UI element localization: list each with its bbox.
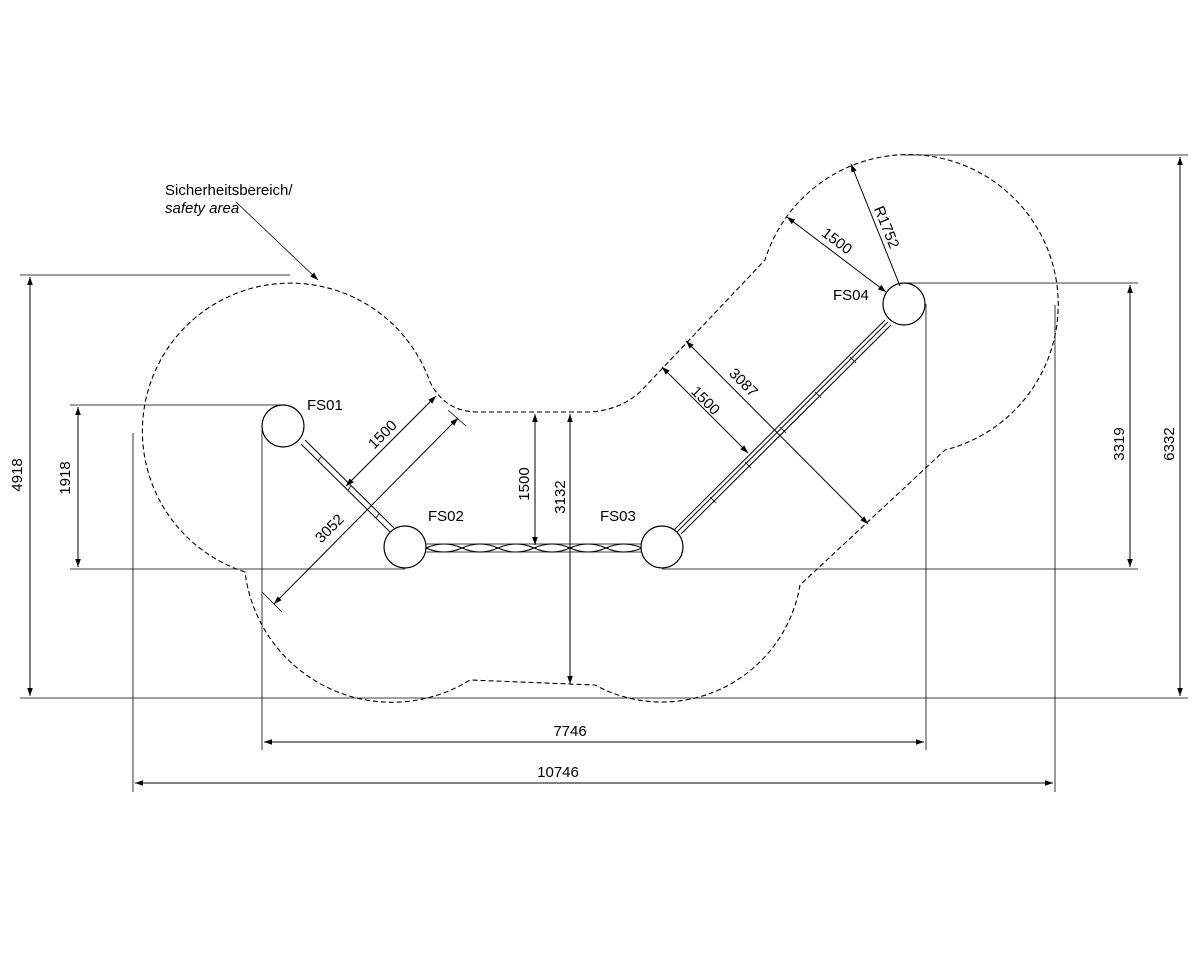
dimension-lines bbox=[27, 157, 1183, 786]
label-fs04: FS04 bbox=[833, 287, 869, 304]
dim-1500-fs01: 1500 bbox=[365, 417, 401, 453]
net-fs02-fs03 bbox=[425, 543, 643, 553]
dim-3052: 3052 bbox=[312, 511, 348, 547]
safety-area-outline bbox=[141, 154, 1059, 703]
dim-1918: 1918 bbox=[57, 461, 74, 494]
net-fs03-fs04 bbox=[673, 319, 892, 535]
dim-6332: 6332 bbox=[1161, 427, 1178, 460]
dim-1500-center: 1500 bbox=[516, 467, 533, 500]
dim-10746: 10746 bbox=[537, 764, 579, 781]
extension-lines bbox=[20, 154, 1188, 792]
safety-area-annotation: Sicherheitsbereich/ safety area bbox=[165, 182, 293, 217]
dim-3132: 3132 bbox=[552, 480, 569, 513]
dim-r1752: R1752 bbox=[870, 204, 902, 251]
dim-7746: 7746 bbox=[553, 723, 586, 740]
post-fs01 bbox=[261, 404, 305, 448]
label-fs02: FS02 bbox=[428, 508, 464, 525]
dim-1500-fs04: 1500 bbox=[818, 225, 855, 259]
dim-4918: 4918 bbox=[9, 458, 26, 491]
annotation-line2: safety area bbox=[165, 200, 239, 217]
post-fs02 bbox=[383, 525, 427, 569]
label-fs03: FS03 bbox=[600, 508, 636, 525]
dim-1500-fs03: 1500 bbox=[687, 383, 723, 419]
post-fs03 bbox=[640, 525, 684, 569]
dim-3319: 3319 bbox=[1111, 427, 1128, 460]
dimension-texts: 4918 1918 6332 3319 3132 1500 7746 10746… bbox=[9, 204, 1178, 781]
dim-3087: 3087 bbox=[725, 365, 761, 401]
rope-fs01-fs02 bbox=[300, 439, 395, 533]
annotation-line1: Sicherheitsbereich/ bbox=[165, 182, 293, 199]
label-fs01: FS01 bbox=[307, 397, 343, 414]
post-fs04 bbox=[882, 282, 926, 326]
